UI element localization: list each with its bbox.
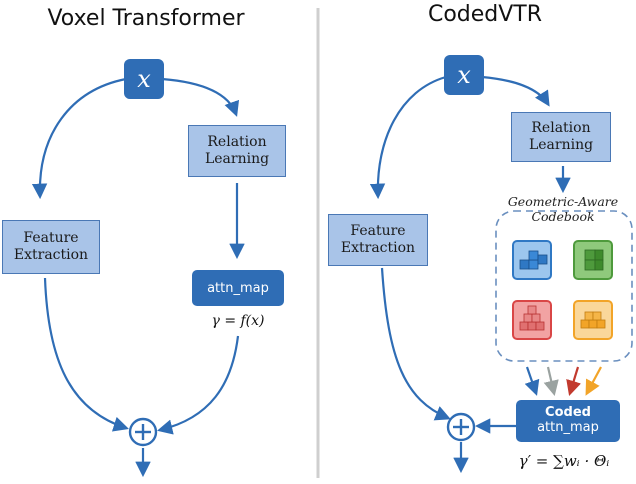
- formula-left: γ = f(x): [211, 313, 265, 329]
- arrow-codebook-red: [566, 366, 581, 396]
- codebook-title: Geometric-Aware Codebook: [507, 194, 619, 224]
- arrow-x-to-relation-left: [161, 77, 240, 117]
- arrow-attn-to-sum-left: [157, 335, 240, 435]
- arrow-feature-to-sum-left: [43, 277, 129, 432]
- arrow-x-to-feature-right: [369, 75, 447, 200]
- arrow-x-to-relation-right: [481, 75, 550, 107]
- voxel-orange-icon: [580, 311, 606, 329]
- codebook-entry-blue: [512, 240, 552, 280]
- codebook-entry-orange: [573, 300, 613, 340]
- input-x-left: x: [124, 59, 164, 99]
- voxel-blue-icon: [519, 250, 548, 270]
- codebook-entry-red: [512, 300, 552, 340]
- coded-attn-map: Coded attn_map: [516, 400, 620, 442]
- coded-label: Coded: [545, 405, 591, 421]
- coded-attn-map-label: attn_map: [537, 420, 599, 435]
- arrow-x-to-feature-left: [31, 77, 127, 200]
- codebook-entry-green: [573, 240, 613, 280]
- relation-learning-left: Relation Learning: [188, 125, 286, 177]
- attn-map-left-label: attn_map: [207, 280, 269, 296]
- left-panel-title: Voxel Transformer: [47, 6, 245, 31]
- arrow-codebook-gray: [543, 366, 559, 397]
- formula-right: γ′ = ∑wᵢ · Θᵢ: [518, 452, 610, 470]
- voxel-green-icon: [584, 249, 604, 271]
- arrow-codebook-blue: [524, 366, 540, 396]
- codebook-frame: [495, 210, 633, 362]
- feature-extraction-left: Feature Extraction: [2, 220, 100, 274]
- relation-learning-right: Relation Learning: [511, 112, 611, 162]
- voxel-red-icon: [519, 305, 545, 331]
- input-x-right: x: [444, 55, 484, 95]
- arrow-codebook-orange: [585, 366, 602, 396]
- right-panel-title: CodedVTR: [427, 2, 543, 27]
- arrow-feature-to-sum-right: [380, 267, 451, 421]
- feature-extraction-right: Feature Extraction: [328, 214, 428, 266]
- attn-map-left: attn_map: [192, 270, 284, 306]
